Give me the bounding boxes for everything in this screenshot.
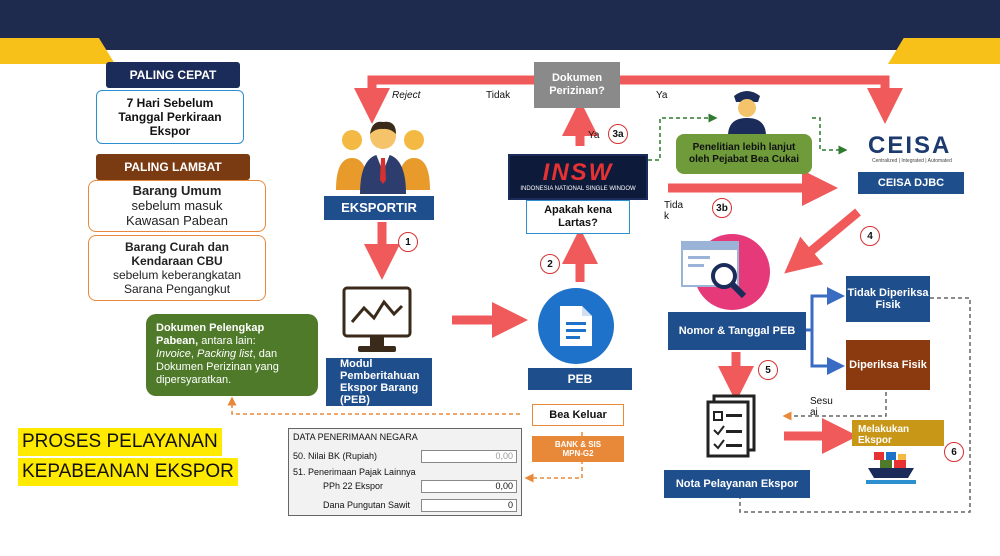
paling-lambat-header: PALING LAMBAT [96,154,250,180]
curah-line4: Sarana Pengangkut [123,282,231,296]
form-r50-label: 50. Nilai BK (Rupiah) [293,451,378,461]
barang-umum-box: Barang Umum sebelum masuk Kawasan Pabean [88,180,266,232]
bank-box: BANK & SIS MPN-G2 [532,436,624,462]
curah-line2: Kendaraan CBU [131,254,223,268]
label-reject: Reject [392,90,421,101]
step-1-badge: 1 [398,232,418,252]
form-r51-label: 51. Penerimaan Pajak Lainnya [293,467,416,477]
paling-cepat-box: 7 Hari Sebelum Tanggal Perkiraan Ekspor [96,90,244,144]
modul-label: Modul Pemberitahuan Ekspor Barang (PEB) [326,358,432,406]
insw-logo-sub: INDONESIA NATIONAL SINGLE WINDOW [520,186,636,192]
diperiksa-box: Diperiksa Fisik [846,340,930,390]
page-title: PROSES PELAYANAN KEPABEANAN EKSPOR [18,428,238,486]
penerimaan-form: DATA PENERIMAAN NEGARA 50. Nilai BK (Rup… [288,428,522,516]
label-ya-mid: Ya [588,130,600,141]
green-line5: dipersyaratkan. [156,374,232,386]
arrow-diperiksa-back [782,392,887,421]
ceisa-logo: CEISA Centralized | Integrated | Automat… [846,134,976,168]
header-accent-right [888,38,1000,64]
officer-icon [724,88,770,136]
form-sawit-label: Dana Pungutan Sawit [323,500,411,510]
ship-icon [866,448,916,486]
barang-umum-line2: sebelum masuk [131,198,223,213]
title-line1: PROSES PELAYANAN [18,428,222,456]
pph22-field[interactable]: 0,00 [421,480,517,493]
sawit-field[interactable]: 0 [421,499,517,512]
green-comma: , [190,348,197,360]
label-tidak: Tidak [486,90,511,101]
header-bar [0,0,1000,50]
insw-logo: INSW INDONESIA NATIONAL SINGLE WINDOW [508,154,648,200]
form-pph-label: PPh 22 Ekspor [323,481,384,491]
arrow-penelitian-ceisa [812,117,848,155]
step-3a-badge: 3a [608,124,628,144]
step-3b-badge: 3b [712,198,732,218]
eksportir-label: EKSPORTIR [324,196,434,220]
green-packing: Packing list [196,348,253,360]
eksportir-icon [330,120,436,196]
title-line2: KEPABEANAN EKSPOR [18,458,238,486]
arrow-form-green [227,396,520,415]
curah-line1: Barang Curah dan [124,240,229,254]
paling-cepat-text: 7 Hari Sebelum Tanggal Perkiraan Ekspor [118,96,222,138]
green-dan: , dan [252,348,278,360]
arrow-ceisa-nomor [784,208,861,274]
arrow-reject [354,75,534,124]
label-ya-top: Ya [656,90,668,101]
melakukan-ekspor-box: Melakukan Ekspor [852,420,944,446]
nilai-bk-field[interactable]: 0,00 [421,450,517,463]
header-accent-left [0,38,115,64]
step-4-badge: 4 [860,226,880,246]
barang-curah-box: Barang Curah dan Kendaraan CBU sebelum k… [88,235,266,301]
arrow-tidak-diperiksa [806,287,845,332]
insw-logo-text: INSW [542,159,614,186]
arrow-tidak-back [739,297,971,513]
step-2-badge: 2 [540,254,560,274]
green-line4: Dokumen Perizinan yang [156,361,279,373]
peb-label: PEB [528,368,632,390]
ceisa-tagline: Centralized | Integrated | Automated [872,158,952,164]
step-5-badge: 5 [758,360,778,380]
nota-label: Nota Pelayanan Ekspor [664,470,810,498]
lartas-question: Apakah kena Lartas? [526,200,630,234]
curah-line3: sebelum keberangkatan [112,268,242,282]
arrow-diperiksa [806,328,845,375]
ceisa-logo-text: CEISA [868,132,952,159]
step-6-badge: 6 [944,442,964,462]
barang-umum-line3: Kawasan Pabean [126,213,228,228]
green-line2b: antara lain: [198,335,256,347]
checklist-icon [704,394,760,458]
dokumen-perizinan-box: Dokumen Perizinan? [534,62,620,108]
tidak-diperiksa-box: Tidak Diperiksa Fisik [846,276,930,322]
bea-keluar-box: Bea Keluar [532,404,624,426]
magnifier-icon [680,240,750,300]
penelitian-box: Penelitian lebih lanjut oleh Pejabat Bea… [676,134,812,174]
green-line1: Dokumen Pelengkap [156,322,265,334]
label-sesuai: Sesu ai [810,396,833,418]
paling-cepat-header: PALING CEPAT [106,62,240,88]
barang-umum-line1: Barang Umum [132,183,222,198]
arrow-ya-ceisa [620,75,903,124]
label-tidak-k: Tida k [664,200,684,222]
monitor-icon [342,286,412,358]
peb-document-icon [538,288,614,364]
green-invoice: Invoice [156,348,191,360]
dokumen-pelengkap-box: Dokumen Pelengkap Pabean, antara lain: I… [146,314,318,396]
form-title: DATA PENERIMAAN NEGARA [293,432,418,442]
nomor-label: Nomor & Tanggal PEB [668,312,806,350]
ceisa-label: CEISA DJBC [858,172,964,194]
green-line2: Pabean, [156,335,199,347]
